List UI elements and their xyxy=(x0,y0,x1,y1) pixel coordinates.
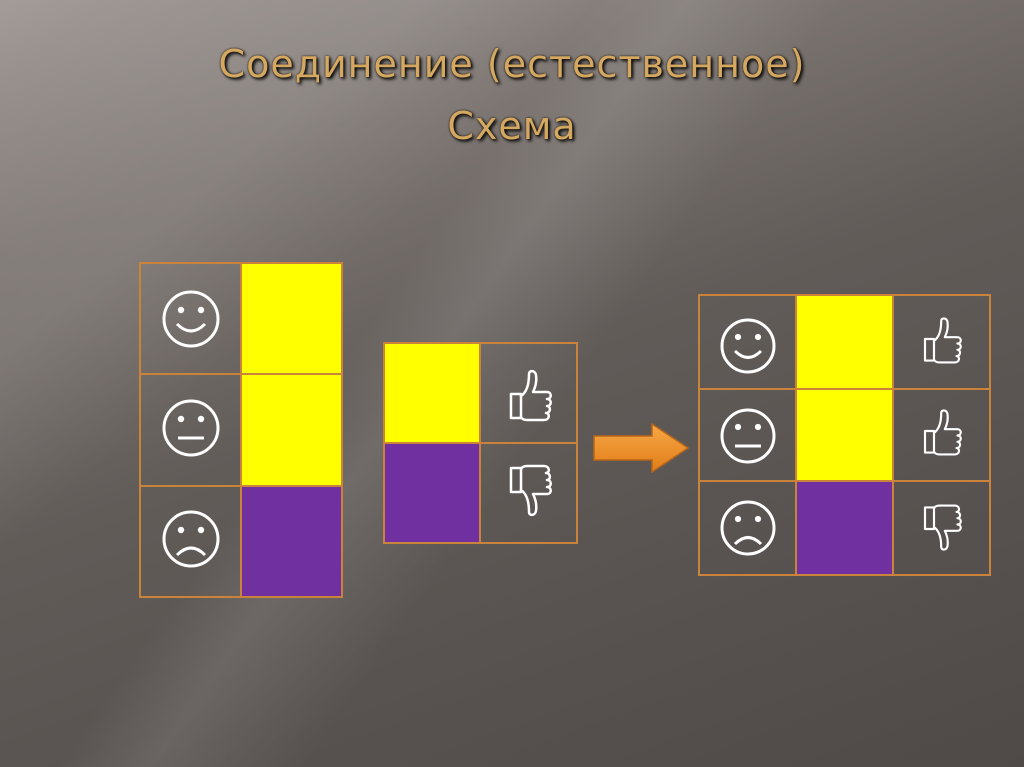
middle-table-hand-cell xyxy=(479,342,578,444)
thumbs-up-icon xyxy=(923,409,962,456)
left-table-face-cell xyxy=(139,262,242,375)
neutral-face-icon xyxy=(162,399,220,457)
smiley-icon xyxy=(720,318,776,374)
middle-table-color-cell-yellow xyxy=(383,342,481,444)
right-arrow-icon xyxy=(593,422,690,474)
middle-table-color-cell-purple xyxy=(383,442,481,544)
left-table-color-cell-yellow xyxy=(240,373,343,487)
left-table-color-cell-yellow xyxy=(240,262,343,375)
right-table-hand-cell xyxy=(892,388,991,482)
slide-title-line2: Схема xyxy=(447,104,577,148)
frown-icon xyxy=(162,510,220,568)
right-table-face-cell xyxy=(698,294,797,390)
thumbs-down-icon xyxy=(509,464,552,517)
left-table-color-cell-purple xyxy=(240,485,343,598)
right-table-hand-cell xyxy=(892,294,991,390)
thumbs-up-icon xyxy=(509,369,552,422)
right-table-color-cell-purple xyxy=(795,480,894,576)
thumbs-up-icon xyxy=(923,317,962,364)
right-table-color-cell-yellow xyxy=(795,388,894,482)
frown-icon xyxy=(720,500,776,556)
right-table-hand-cell xyxy=(892,480,991,576)
slide-title-line1: Соединение (естественное) xyxy=(218,42,806,86)
left-table-face-cell xyxy=(139,485,242,598)
neutral-face-icon xyxy=(720,408,776,464)
middle-table-hand-cell xyxy=(479,442,578,544)
right-table-face-cell xyxy=(698,480,797,576)
right-table-color-cell-yellow xyxy=(795,294,894,390)
thumbs-down-icon xyxy=(923,504,962,551)
smiley-icon xyxy=(162,290,220,348)
right-table-face-cell xyxy=(698,388,797,482)
left-table-face-cell xyxy=(139,373,242,487)
